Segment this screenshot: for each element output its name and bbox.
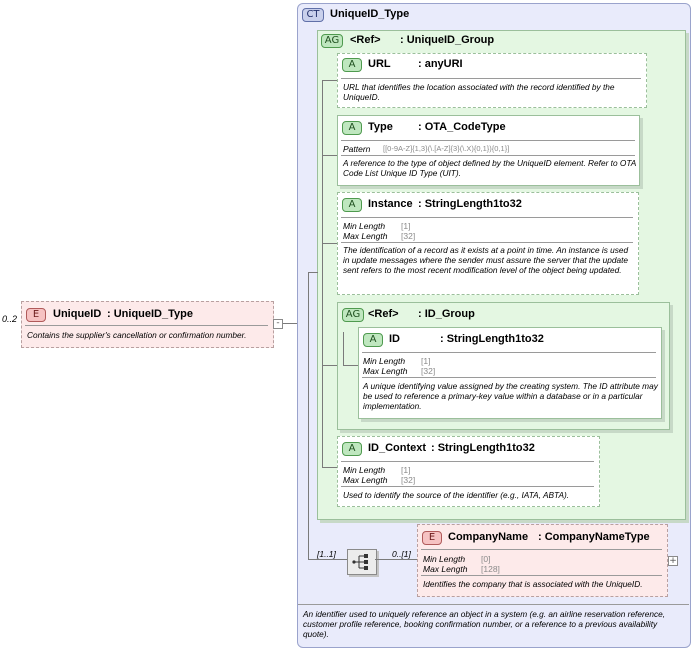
id-min-value: [1] [421,356,431,366]
complex-type-badge: CT [302,8,324,22]
unique-id-badge: E [26,308,46,322]
id-attribute-type[interactable]: : StringLength1to32 [440,333,544,345]
url-attribute-box [337,53,647,108]
company-name-min-label: Min Length [423,554,466,564]
id-context-attribute-doc: Used to identify the source of the ident… [343,490,570,500]
type-attribute-badge: A [342,121,362,135]
instance-max-label: Max Length [343,231,388,241]
id-context-attribute-name[interactable]: ID_Context [368,442,427,454]
instance-attribute-name[interactable]: Instance [368,198,413,210]
group-connector-h-idgroup [322,365,337,366]
company-name-badge: E [422,531,442,545]
type-attribute-name[interactable]: Type [368,121,393,133]
id-group-badge: AG [342,308,364,322]
instance-attribute-type[interactable]: : StringLength1to32 [418,198,522,210]
instance-min-label: Min Length [343,221,386,231]
id-context-min-value: [1] [401,465,411,475]
unique-id-element-box [21,301,274,348]
instance-min-value: [1] [401,221,411,231]
company-name-cardinality: 0..[1] [392,549,411,559]
company-name-max-value: [128] [481,564,500,574]
id-attribute-box [358,327,662,419]
id-group-ref: <Ref> [368,308,399,320]
group-connector-h-idcontext [322,467,337,468]
ct-connector-h-seq [308,559,347,560]
url-attribute-badge: A [342,58,362,72]
company-name-type[interactable]: : CompanyNameType [538,531,650,543]
id-context-attribute-type[interactable]: : StringLength1to32 [431,442,535,454]
sequence-compositor[interactable] [347,549,377,575]
ct-connector-vertical [308,272,309,559]
id-group-type[interactable]: : ID_Group [418,308,475,320]
company-name-element-box [417,524,668,597]
company-name-doc: Identifies the company that is associate… [423,579,643,589]
type-attribute-doc: A reference to the type of object define… [343,158,637,178]
attribute-group-ref: <Ref> [350,34,381,46]
id-attribute-badge: A [363,333,383,347]
url-attribute-name[interactable]: URL [368,58,391,70]
id-context-max-label: Max Length [343,475,388,485]
instance-attribute-badge: A [342,198,362,212]
group-connector-h-url [322,80,337,81]
instance-max-value: [32] [401,231,416,241]
id-context-min-label: Min Length [343,465,386,475]
attribute-group-type[interactable]: : UniqueID_Group [400,34,495,46]
ct-connector-h-group [308,272,318,273]
instance-attribute-box [337,192,639,295]
type-pattern-label: Pattern [343,144,371,154]
unique-id-type[interactable]: : UniqueID_Type [107,308,193,320]
url-attribute-type[interactable]: : anyURI [418,58,463,70]
attribute-group-badge: AG [321,34,343,48]
id-context-attribute-box [337,436,600,507]
unique-id-name[interactable]: UniqueID [53,308,102,320]
sequence-cardinality: [1..1] [317,549,336,559]
id-context-attribute-badge: A [342,442,362,456]
id-group-connector-h [343,365,358,366]
instance-attribute-doc: The identification of a record as it exi… [343,245,629,275]
company-name-expand-icon[interactable]: + [668,556,678,566]
group-connector-h-type [322,155,337,156]
id-group-connector [343,332,344,365]
unique-id-doc: Contains the supplier's cancellation or … [27,330,247,340]
type-attribute-box [337,115,640,186]
id-context-max-value: [32] [401,475,416,485]
company-name-name[interactable]: CompanyName [448,531,529,543]
complex-type-name[interactable]: UniqueID_Type [330,8,410,20]
group-connector-vertical [322,80,323,467]
unique-id-collapse-icon[interactable]: - [273,319,283,329]
company-name-min-value: [0] [481,554,491,564]
type-pattern-value: [[0-9A-Z]{1,3}(\.[A-Z]{3}(\.X){0,1}){0,1… [383,144,510,153]
url-attribute-doc: URL that identifies the location associa… [343,82,615,102]
id-max-value: [32] [421,366,436,376]
group-connector-h-instance [322,243,337,244]
type-attribute-type[interactable]: : OTA_CodeType [418,121,506,133]
company-name-max-label: Max Length [423,564,468,574]
id-attribute-name[interactable]: ID [389,333,400,345]
sequence-icon [352,554,368,570]
id-attribute-doc: A unique identifying value assigned by t… [363,381,658,411]
unique-id-to-type-connector [283,323,297,324]
unique-id-cardinality: 0..2 [2,314,18,324]
id-max-label: Max Length [363,366,408,376]
seq-to-company-connector [375,559,417,560]
id-min-label: Min Length [363,356,406,366]
complex-type-doc: An identifier used to uniquely reference… [303,609,666,639]
